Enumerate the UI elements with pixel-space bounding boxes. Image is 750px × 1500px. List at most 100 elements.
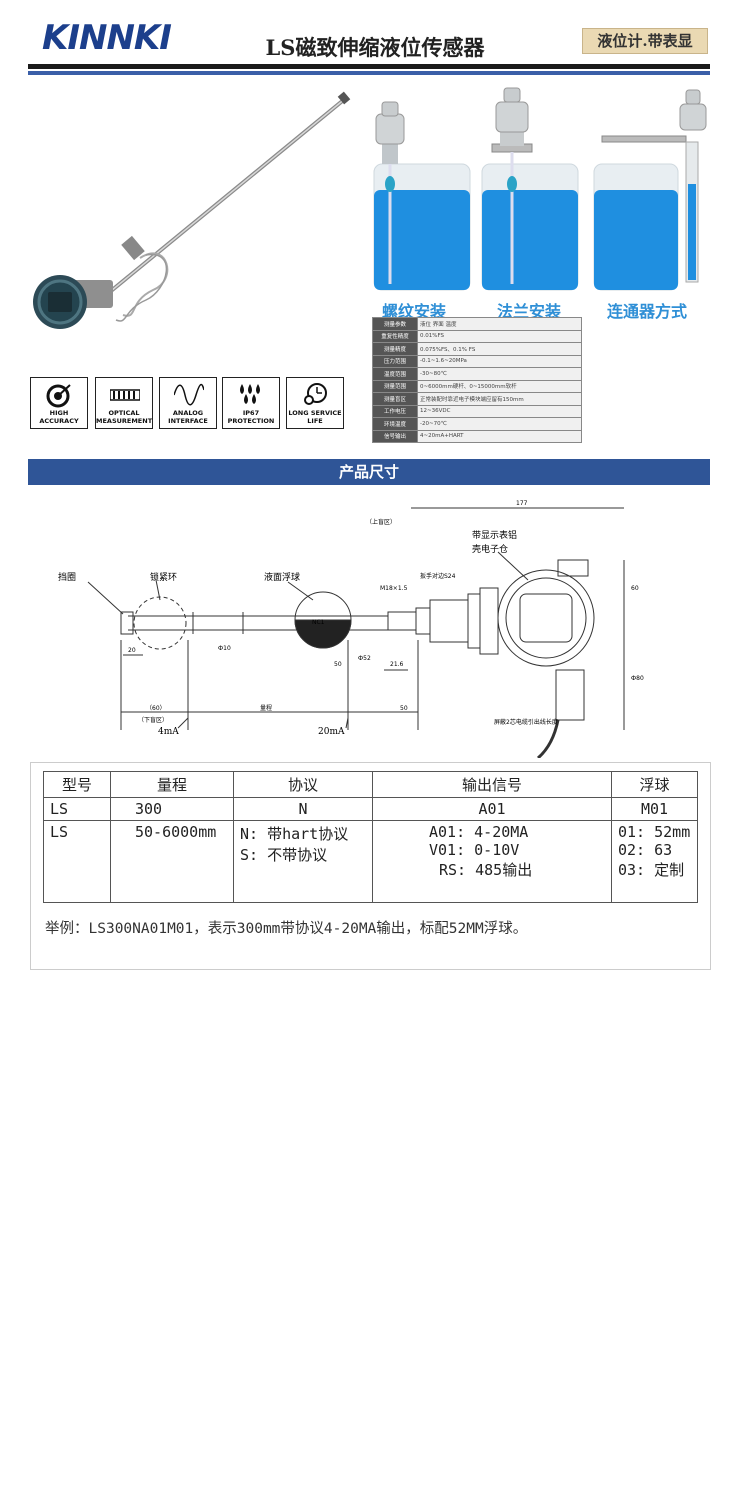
model-section-frame	[30, 762, 711, 970]
spec-row: 测量参数液位 界面 温度	[372, 317, 582, 331]
header-output: 输出信号	[372, 771, 612, 798]
dim-s24: 扳手对边S24	[420, 572, 456, 580]
install-label-flange: 法兰安装	[497, 302, 562, 321]
dim-50: 50	[334, 661, 342, 668]
dim-21-6: 21.6	[390, 661, 404, 668]
feature-high-accuracy: HIGH ACCURACY	[30, 377, 88, 429]
label-20ma: 20mA	[318, 727, 345, 737]
dim-60: （60）	[146, 705, 166, 712]
spec-value: 0.075%FS、0.1% FS	[417, 342, 582, 356]
feature-label: IP67 PROTECTION	[227, 409, 275, 425]
dim-phi52: Ф52	[358, 655, 371, 662]
feature-ip67-protection: IP67 PROTECTION	[222, 377, 280, 429]
spec-value: 12~36VDC	[417, 404, 582, 418]
spec-value: 0.01%FS	[417, 329, 582, 343]
category-tag: 液位计.带表显	[582, 28, 708, 54]
spec-row: 测量盲区正常装配时靠近电子模块端应留有150mm	[372, 392, 582, 406]
cell-protocol-options: N: 带hart协议 S: 不带协议	[233, 820, 373, 903]
label-4ma: 4mA	[158, 727, 179, 737]
page-title: LS磁致伸缩液位传感器	[265, 35, 485, 60]
cell-range: 300	[110, 797, 234, 821]
spec-value: 0~6000mm硬杆、0~15000mm软杆	[417, 379, 582, 393]
feature-analog-interface: ANALOG INTERFACE	[159, 377, 217, 429]
header-range: 量程	[110, 771, 234, 798]
sine-wave-icon	[174, 383, 204, 406]
output-option: A01: 4-20MA	[429, 823, 529, 841]
float-option: 03: 定制	[618, 861, 685, 879]
housing-shape	[497, 569, 595, 667]
install-label-thread: 螺纹安装	[382, 302, 447, 321]
cell-float-options: 01: 52mm 02: 63 03: 定制	[611, 820, 698, 903]
lock-ring-shape	[133, 596, 187, 650]
brand-logo: KINNKI	[42, 18, 172, 58]
spec-key: 测量参数	[372, 317, 418, 331]
ball-text: NC1	[312, 619, 325, 626]
section-title: 产品尺寸	[338, 463, 399, 481]
dim-177: 177	[516, 500, 528, 507]
cell-range-2: 50-6000mm	[110, 820, 234, 903]
spec-value: -20~70℃	[417, 417, 582, 431]
header-divider-blue	[28, 71, 710, 75]
installation-diagrams	[373, 87, 707, 291]
float-option: 02: 63	[618, 841, 673, 859]
cell-protocol: N	[233, 797, 373, 821]
spec-key: 环境温度	[372, 417, 418, 431]
target-icon	[46, 384, 71, 408]
dim-thread: M18×1.5	[380, 585, 408, 592]
cell-model-2: LS	[43, 820, 111, 903]
spec-key: 工作电压	[372, 404, 418, 418]
cell-output-options: A01: 4-20MA V01: 0-10V RS: 485输出	[372, 820, 612, 903]
cell-model: LS	[43, 797, 111, 821]
feature-optical-measurement: OPTICAL MEASUREMENT	[95, 377, 153, 429]
connector-install-figure	[593, 89, 707, 291]
spec-key: 测量范围	[372, 379, 418, 393]
label-lock-ring: 锁紧环	[150, 571, 177, 583]
clock-gear-icon	[304, 383, 327, 405]
dimension-drawing: 挡圈 锁紧环 液面浮球 带显示表铝 壳电子仓 4mA 20mA 177 （上盲区…	[58, 500, 644, 758]
spec-value: -0.1~1.6~20MPa	[417, 354, 582, 368]
label-float: 液面浮球	[264, 571, 300, 583]
cell-output: A01	[372, 797, 612, 821]
dim-cable: 屏蔽2芯电缆引出线长度	[494, 718, 558, 726]
feature-label: OPTICAL MEASUREMENT	[96, 409, 153, 425]
spec-key: 重复性精度	[372, 329, 418, 343]
spec-key: 测量盲区	[372, 392, 418, 406]
feature-label: LONG SERVICE LIFE	[288, 409, 342, 425]
dim-phi80: Ф80	[631, 675, 644, 682]
header-model: 型号	[43, 771, 111, 798]
label-housing-2: 壳电子仓	[472, 543, 508, 555]
float-option: 01: 52mm	[618, 823, 691, 841]
protocol-option: S: 不带协议	[240, 846, 328, 864]
example-text: 举例：LS300NA01M01，表示300mm带协议4-20MA输出，标配52M…	[45, 921, 528, 937]
spec-row: 温度范围-30~80℃	[372, 367, 582, 381]
spec-key: 信号输出	[372, 429, 418, 443]
header-protocol: 协议	[233, 771, 373, 798]
label-housing-1: 带显示表铝	[472, 529, 517, 541]
spec-value: -30~80℃	[417, 367, 582, 381]
cell-float: M01	[611, 797, 698, 821]
flange-install-figure	[481, 87, 579, 291]
thread-install-figure	[373, 101, 471, 291]
barcode-icon	[110, 389, 140, 401]
feature-label: ANALOG INTERFACE	[168, 409, 208, 425]
header-divider-dark	[28, 64, 710, 69]
feature-long-service-life: LONG SERVICE LIFE	[286, 377, 344, 429]
section-header-bar	[28, 459, 710, 485]
dim-20: 20	[128, 647, 136, 654]
install-label-connector: 连通器方式	[607, 302, 688, 321]
dim-60b: 60	[631, 585, 639, 592]
header-float: 浮球	[611, 771, 698, 798]
dim-lower-blind: （下盲区）	[138, 716, 168, 724]
stop-ring-shape	[120, 611, 134, 635]
model-selection-table: 型号 量程 协议 输出信号 浮球 LS 300 N A01 M01 LS 50-…	[43, 771, 698, 903]
spec-key: 温度范围	[372, 367, 418, 381]
feature-label: HIGH ACCURACY	[39, 409, 79, 425]
dim-range: 量程	[260, 704, 272, 712]
dim-phi10: Ф10	[218, 645, 231, 652]
